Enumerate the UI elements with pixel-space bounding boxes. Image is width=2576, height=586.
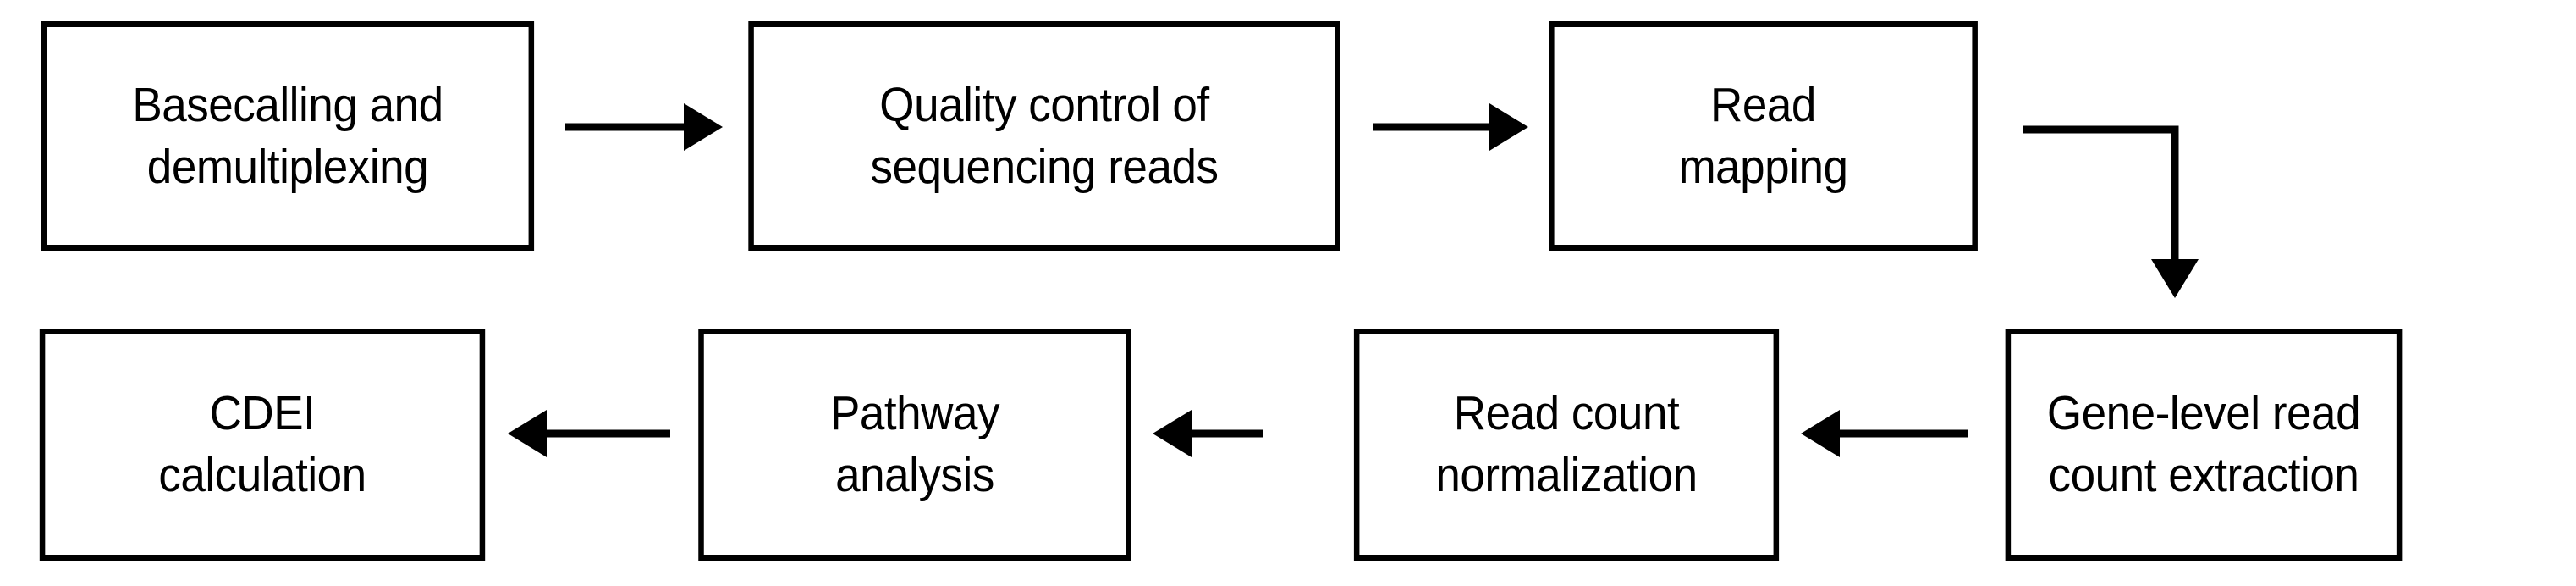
arrow-extraction-to-normalization	[1767, 400, 2002, 467]
node-label-line: analysis	[835, 448, 994, 502]
node-label-line: Read count	[1453, 386, 1680, 441]
node-cdei-calculation[interactable]: CDEI calculation	[39, 329, 486, 561]
arrow-head	[508, 410, 547, 457]
arrow-head	[1801, 410, 1840, 457]
node-label-line: Read	[1710, 77, 1816, 132]
node-label-line: Pathway	[829, 386, 1000, 441]
node-gene-level-read-count-extraction[interactable]: Gene-level read count extraction	[2005, 329, 2403, 561]
node-quality-control-of-sequencing-reads[interactable]: Quality control of sequencing reads	[748, 21, 1340, 251]
arrow-normalization-to-pathway	[1119, 400, 1296, 467]
arrow-basecalling-to-qc	[531, 93, 757, 161]
arrow-head	[1489, 103, 1528, 151]
node-label-line: CDEI	[209, 386, 316, 441]
node-read-count-normalization[interactable]: Read count normalization	[1353, 329, 1780, 561]
node-label-line: Basecalling and	[132, 77, 443, 132]
node-read-mapping[interactable]: Read mapping	[1549, 21, 1978, 251]
node-label-line: count extraction	[2048, 448, 2359, 502]
arrow-qc-to-mapping	[1339, 93, 1562, 161]
arrow-head	[684, 103, 723, 151]
arrow-head	[2151, 259, 2199, 298]
node-label-line: mapping	[1678, 139, 1848, 194]
node-label-line: Quality control of	[879, 77, 1209, 132]
node-label-line: Gene-level read	[2046, 386, 2361, 441]
node-label-line: sequencing reads	[870, 139, 1219, 194]
node-label-line: demultiplexing	[146, 139, 429, 194]
arrow-pathway-to-cdei	[474, 400, 704, 467]
arrow-mapping-to-extraction	[1989, 96, 2209, 332]
node-label-line: calculation	[158, 448, 366, 502]
node-basecalling-and-demultiplexing[interactable]: Basecalling and demultiplexing	[41, 21, 535, 251]
node-pathway-analysis[interactable]: Pathway analysis	[698, 329, 1131, 561]
node-label-line: normalization	[1435, 448, 1698, 502]
arrow-head	[1153, 410, 1192, 457]
